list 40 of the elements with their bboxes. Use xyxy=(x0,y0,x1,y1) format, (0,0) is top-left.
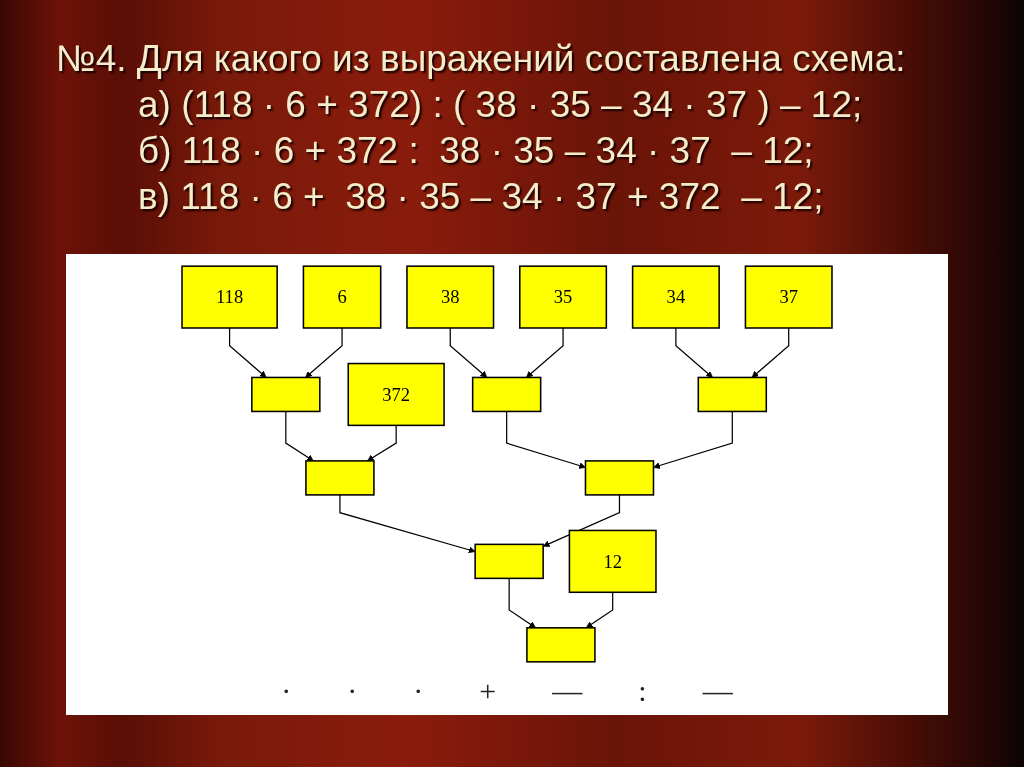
arrow xyxy=(675,327,713,378)
number-box: 35 xyxy=(519,265,608,329)
number-box: 37 xyxy=(744,265,833,329)
arrow xyxy=(508,577,536,629)
operation-sign: · xyxy=(413,673,424,709)
arrow xyxy=(526,327,564,378)
operation-sign: · xyxy=(347,673,358,709)
arrow xyxy=(542,494,621,547)
arrow xyxy=(585,591,614,629)
expression-option: а) (118 · 6 + 372) : ( 38 · 35 – 34 · 37 ) – 12; xyxy=(138,82,863,128)
empty-box xyxy=(305,460,375,496)
operation-sign: · xyxy=(281,673,292,709)
arrow xyxy=(228,327,267,378)
number-box: 372 xyxy=(347,362,445,427)
arrow xyxy=(285,410,314,462)
number-box: 34 xyxy=(631,265,720,329)
operation-sign: + xyxy=(479,673,497,709)
arrow xyxy=(305,327,343,378)
arrow xyxy=(751,327,790,378)
arrow xyxy=(339,494,476,554)
empty-box xyxy=(251,376,321,413)
operation-sign: — xyxy=(552,673,583,709)
arrow xyxy=(506,410,586,469)
number-box: 6 xyxy=(302,265,382,329)
operation-sign: : xyxy=(638,673,647,709)
empty-box xyxy=(474,543,544,580)
number-box: 38 xyxy=(406,265,495,329)
empty-box xyxy=(471,376,542,413)
arrow xyxy=(449,327,488,378)
number-box: 12 xyxy=(568,529,657,594)
number-box: 118 xyxy=(181,265,278,329)
empty-box xyxy=(526,627,596,663)
empty-box xyxy=(697,376,768,413)
empty-box xyxy=(584,460,655,496)
arrow xyxy=(653,410,733,469)
operation-sign: — xyxy=(702,673,733,709)
expression-option: б) 118 · 6 + 372 : 38 · 35 – 34 · 37 – 12; xyxy=(138,128,814,174)
title: №4. Для какого из выражений составлена схема: xyxy=(56,37,906,81)
arrow xyxy=(367,424,397,462)
expression-option: в) 118 · 6 + 38 · 35 – 34 · 37 + 372 – 12; xyxy=(138,174,824,220)
